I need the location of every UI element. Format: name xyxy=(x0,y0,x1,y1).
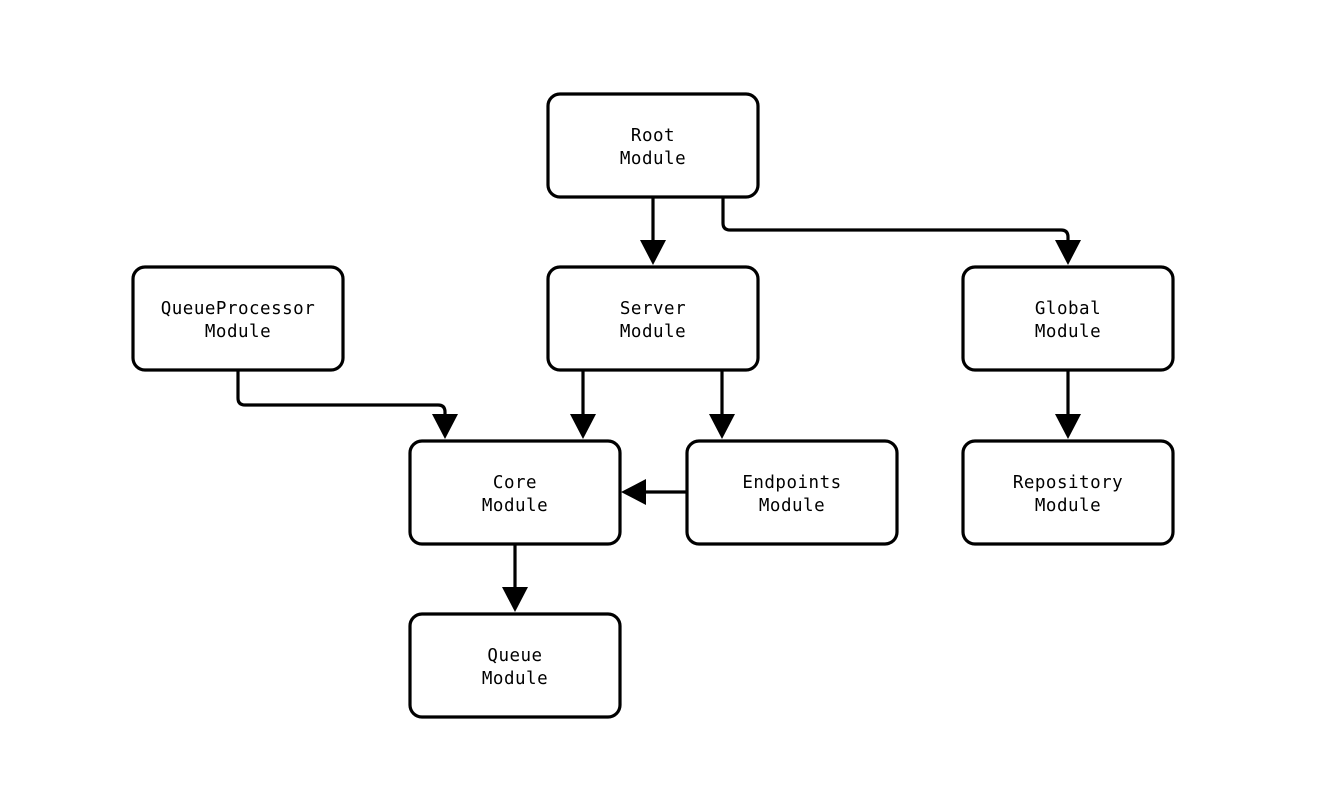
node-repository-module-label-line2: Module xyxy=(1035,496,1101,516)
node-core-module[interactable]: Core Module xyxy=(408,439,622,546)
node-endpoints-module-label-line2: Module xyxy=(759,496,825,516)
node-root-module-label-line2: Module xyxy=(620,149,686,169)
node-queue-module-label-line2: Module xyxy=(482,669,548,689)
edge-server-to-core xyxy=(570,370,596,439)
edge-root-to-server xyxy=(640,197,666,265)
arrowhead-icon xyxy=(570,414,596,439)
node-server-module-box[interactable] xyxy=(546,265,760,372)
arrowhead-icon xyxy=(640,240,666,265)
edge-endpoints-to-core xyxy=(621,479,687,505)
node-queueprocessor-module-label-line2: Module xyxy=(205,322,271,342)
node-core-module-box[interactable] xyxy=(408,439,622,546)
edge-server-to-endpoints xyxy=(709,370,735,439)
node-global-module[interactable]: Global Module xyxy=(961,265,1175,372)
node-repository-module-box[interactable] xyxy=(961,439,1175,546)
edge-core-to-queue xyxy=(502,543,528,612)
arrowhead-icon xyxy=(1055,240,1081,265)
node-server-module[interactable]: Server Module xyxy=(546,265,760,372)
node-global-module-label-line2: Module xyxy=(1035,322,1101,342)
arrowhead-icon xyxy=(502,587,528,612)
arrowhead-icon xyxy=(432,414,458,439)
edge-queueprocessor-to-core xyxy=(236,370,458,439)
arrowhead-icon xyxy=(621,479,646,505)
node-endpoints-module-box[interactable] xyxy=(685,439,899,546)
node-core-module-label-line1: Core xyxy=(493,473,537,493)
arrowhead-icon xyxy=(1055,414,1081,439)
arrowhead-icon xyxy=(709,414,735,439)
node-server-module-label-line2: Module xyxy=(620,322,686,342)
node-server-module-label-line1: Server xyxy=(620,299,686,319)
node-core-module-label-line2: Module xyxy=(482,496,548,516)
edge-layer xyxy=(236,197,1081,612)
node-layer: Root Module QueueProcessor Module Server… xyxy=(131,92,1175,719)
node-global-module-label-line1: Global xyxy=(1035,299,1101,319)
node-queue-module-box[interactable] xyxy=(408,612,622,719)
node-queue-module[interactable]: Queue Module xyxy=(408,612,622,719)
node-queueprocessor-module-label-line1: QueueProcessor xyxy=(161,299,316,319)
edge-root-to-global xyxy=(721,197,1081,265)
node-repository-module-label-line1: Repository xyxy=(1013,473,1123,493)
node-endpoints-module-label-line1: Endpoints xyxy=(742,473,841,493)
node-queueprocessor-module[interactable]: QueueProcessor Module xyxy=(131,265,345,372)
node-repository-module[interactable]: Repository Module xyxy=(961,439,1175,546)
node-queue-module-label-line1: Queue xyxy=(487,646,542,666)
edge-global-to-repository xyxy=(1055,370,1081,439)
node-endpoints-module[interactable]: Endpoints Module xyxy=(685,439,899,546)
node-queueprocessor-module-box[interactable] xyxy=(131,265,345,372)
node-global-module-box[interactable] xyxy=(961,265,1175,372)
node-root-module-label-line1: Root xyxy=(631,126,675,146)
node-root-module-box[interactable] xyxy=(546,92,760,199)
node-root-module[interactable]: Root Module xyxy=(546,92,760,199)
